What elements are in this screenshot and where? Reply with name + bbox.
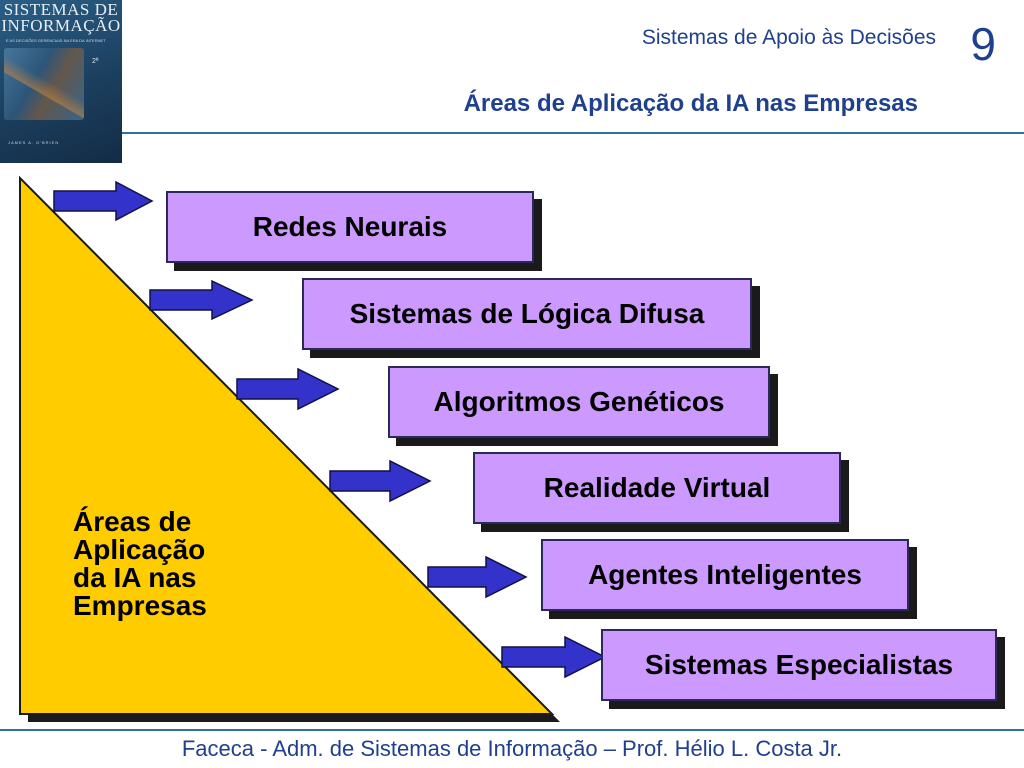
area-triangle <box>19 175 555 715</box>
arrow-2 <box>149 279 254 321</box>
book-cover-title-line2: INFORMAÇÃO <box>1 16 121 35</box>
box-redes-neurais: Redes Neurais <box>166 191 534 263</box>
footer-divider <box>0 729 1024 731</box>
triangle-label-line: da IA nas <box>73 562 197 593</box>
book-cover-title-line1: SISTEMAS DE <box>3 0 119 19</box>
slide-title: Áreas de Aplicação da IA nas Empresas <box>463 90 918 117</box>
header-divider <box>122 132 1024 134</box>
triangle-label: Áreas de Aplicação da IA nas Empresas <box>73 508 253 620</box>
arrow-3 <box>236 367 340 411</box>
box-logica-difusa: Sistemas de Lógica Difusa <box>302 278 752 350</box>
subject-heading: Sistemas de Apoio às Decisões <box>641 26 936 49</box>
box-sistemas-especialistas: Sistemas Especialistas <box>601 629 997 701</box>
book-cover-author: JAMES A. O'BRIEN <box>8 140 60 145</box>
arrow-6 <box>501 635 607 679</box>
footer-text: Faceca - Adm. de Sistemas de Informação … <box>181 736 843 761</box>
arrow-5 <box>427 555 528 599</box>
arrow-1 <box>53 180 154 222</box>
triangle-label-line: Aplicação <box>73 534 206 565</box>
triangle-label-line: Empresas <box>73 590 207 621</box>
book-cover-edition: 2ª <box>92 58 99 65</box>
arrow-4 <box>329 459 432 503</box>
box-algoritmos-geneticos: Algoritmos Genéticos <box>388 366 770 438</box>
box-agentes-inteligentes: Agentes Inteligentes <box>541 539 909 611</box>
book-cover-title: SISTEMAS DE INFORMAÇÃO <box>0 0 122 35</box>
book-cover-subtitle: E AS DECISÕES GERENCIAIS NA ERA DA INTER… <box>6 38 106 43</box>
book-cover-image: SISTEMAS DE INFORMAÇÃO E AS DECISÕES GER… <box>0 0 122 163</box>
book-cover-art <box>4 48 84 120</box>
box-realidade-virtual: Realidade Virtual <box>473 452 841 524</box>
triangle-label-line: Áreas de <box>73 506 192 537</box>
chapter-number: 9 <box>970 18 996 70</box>
